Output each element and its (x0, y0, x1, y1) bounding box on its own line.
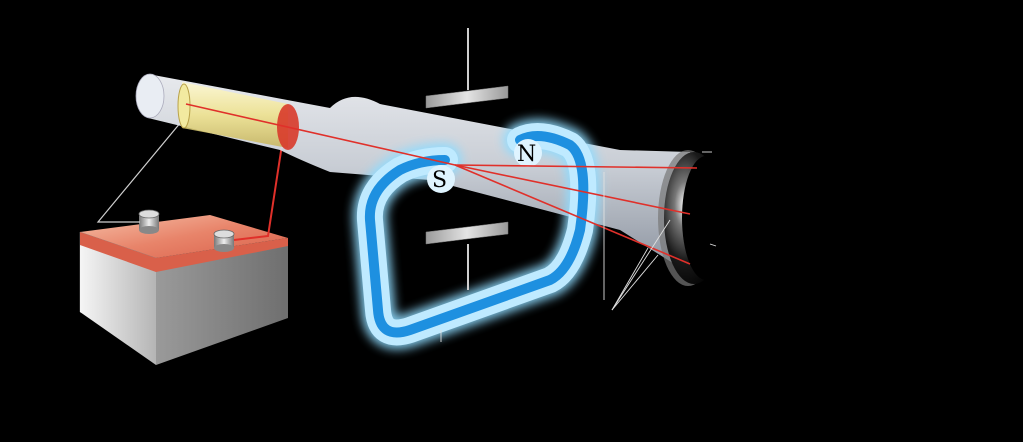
beam-main (185, 103, 456, 166)
fluorescent-screen (658, 150, 730, 286)
battery-top (80, 215, 288, 258)
battery (79, 209, 288, 365)
magnet-north-label: N (517, 142, 536, 167)
battery-red-band (80, 232, 288, 272)
beam-undeflected (454, 164, 698, 169)
beam-middle (454, 164, 691, 215)
tube-end-cap (135, 73, 165, 119)
deflection-plate-bottom (425, 221, 509, 290)
horseshoe-magnet: N S (352, 119, 601, 350)
wire-anode (233, 124, 286, 241)
wire-cathode (96, 115, 187, 223)
beam-deflected (454, 164, 691, 265)
screen-leader-lines (440, 151, 717, 342)
battery-terminal-right (213, 229, 235, 252)
magnet-south-label: S (432, 168, 447, 193)
magnet-north-pole (514, 139, 542, 167)
battery-terminal-left (138, 209, 160, 234)
magnet-south-pole (427, 165, 455, 193)
cathode-disc (177, 83, 191, 129)
battery-side (156, 238, 288, 365)
battery-front-lower (80, 245, 156, 365)
deflection-plate-top (425, 28, 509, 109)
electron-beams (185, 103, 698, 265)
